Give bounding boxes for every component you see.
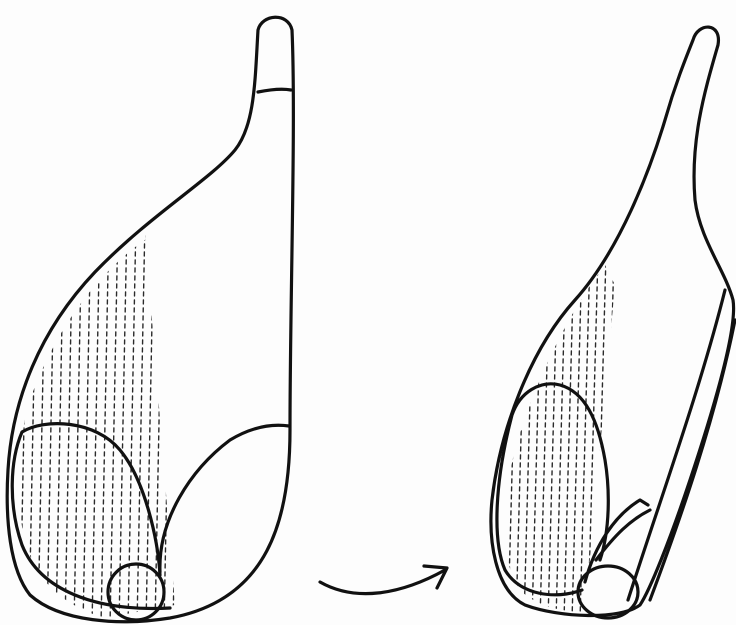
arrow-shaft: [320, 570, 445, 594]
front-view-drawing: [7, 17, 293, 625]
front-view-tip-line: [258, 89, 291, 92]
hatch-line: [74, 220, 82, 625]
hatch-line: [101, 220, 109, 625]
hatch-line: [173, 220, 181, 625]
front-view-inner-curve: [160, 425, 289, 572]
hatch-line: [532, 255, 542, 620]
hatch-line: [20, 220, 28, 625]
hatch-line: [508, 255, 518, 620]
rotate-arrow: [320, 566, 447, 594]
hatch-line: [146, 220, 154, 625]
hatch-line: [516, 255, 526, 620]
front-view-hatching: [20, 220, 181, 625]
hatch-line: [572, 255, 582, 620]
hatch-line: [548, 255, 558, 620]
hatch-line: [556, 255, 566, 620]
arrow-head: [424, 566, 447, 588]
hatch-line: [92, 220, 100, 625]
hatch-line: [540, 255, 550, 620]
front-view-outline: [7, 17, 293, 621]
hatch-line: [38, 220, 46, 625]
hatch-line: [110, 220, 118, 625]
side-view-drawing: [491, 27, 735, 620]
side-view-front-edge: [628, 290, 725, 600]
hatch-line: [580, 255, 590, 620]
hatch-line: [524, 255, 534, 620]
hatch-line: [164, 220, 172, 625]
